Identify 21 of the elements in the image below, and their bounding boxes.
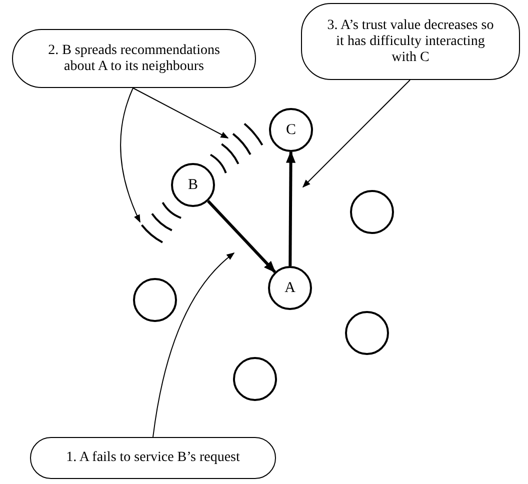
empty-circle (233, 357, 277, 401)
leader-arrow (302, 80, 410, 188)
leader-arrow (132, 88, 229, 138)
arrow (206, 200, 276, 274)
callout-bubble (30, 437, 276, 479)
node-circle (171, 163, 215, 207)
node-label: B (188, 176, 198, 194)
node-label: C (286, 122, 296, 138)
node-circle (269, 108, 313, 152)
callout-text: 3. A’s trust value decreases so it has difficulty interacting with C (326, 18, 495, 66)
callout-bubble (301, 3, 520, 80)
callout-text: 2. B spreads recommendations about A to its neighbours (47, 42, 221, 74)
arrow (286, 150, 296, 266)
leader-arrow (152, 252, 235, 438)
node-circle (268, 266, 312, 310)
empty-circle (133, 278, 177, 322)
empty-circle (350, 190, 394, 234)
callout-text: 1. A fails to service B’s request (66, 450, 240, 466)
empty-circle (345, 311, 389, 355)
leader-arrow (120, 88, 140, 223)
node-label: A (284, 280, 296, 296)
